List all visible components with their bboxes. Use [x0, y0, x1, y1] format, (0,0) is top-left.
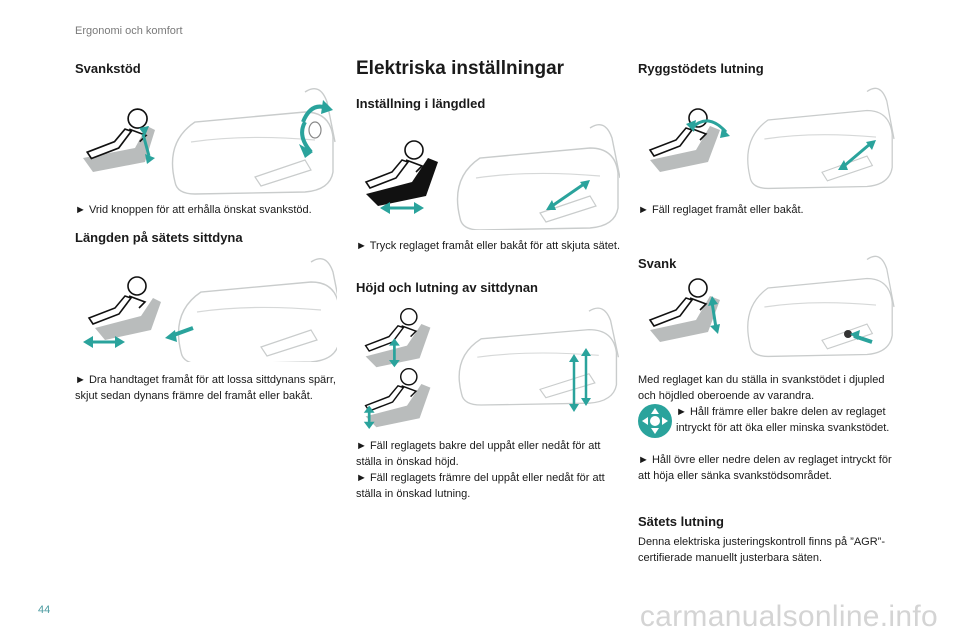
- langd-heading: Längden på sätets sittdyna: [75, 230, 243, 245]
- lumbar-control-icon: [638, 404, 672, 438]
- langdled-heading: Inställning i längdled: [356, 96, 486, 111]
- svank-text-3: ► Håll övre eller nedre delen av reglage…: [638, 454, 892, 482]
- langdled-text: ► Tryck reglaget framåt eller bakåt för …: [356, 240, 620, 252]
- svankstod-heading: Svankstöd: [75, 61, 141, 76]
- lutning-heading: Sätets lutning: [638, 514, 724, 529]
- langdled-figure: [365, 123, 620, 230]
- hojd-heading: Höjd och lutning av sittdynan: [356, 280, 538, 295]
- ryggstod-heading: Ryggstödets lutning: [638, 61, 764, 76]
- elektriska-heading: Elektriska inställningar: [356, 58, 565, 79]
- lutning-text: Denna elektriska justeringskontroll finn…: [638, 536, 885, 564]
- langd-text: ► Dra handtaget framåt för att lossa sit…: [75, 374, 336, 402]
- hojd-figure: [363, 307, 620, 429]
- svank-text-2: ► Håll främre eller bakre delen av regla…: [676, 406, 890, 434]
- hojd-text-1: ► Fäll reglagets bakre del uppåt eller n…: [356, 440, 601, 468]
- svank-figure: [649, 255, 895, 358]
- svank-text-1: Med reglaget kan du ställa in svankstöde…: [638, 374, 885, 402]
- ryggstod-figure: [649, 87, 895, 190]
- ryggstod-text: ► Fäll reglaget framåt eller bakåt.: [638, 204, 804, 216]
- svankstod-text: ► Vrid knoppen för att erhålla önskat sv…: [75, 204, 312, 216]
- langd-figure: [83, 257, 337, 362]
- svankstod-figure: [83, 87, 336, 195]
- header-section-title: Ergonomi och komfort: [75, 25, 183, 37]
- hojd-text-2: ► Fäll reglagets främre del uppåt eller …: [356, 472, 605, 500]
- watermark: carmanualsonline.info: [639, 600, 938, 633]
- svank-text-2-a: ► Håll främre eller bakre delen av regla…: [676, 404, 900, 436]
- page-number: 44: [38, 604, 51, 616]
- svank-heading: Svank: [638, 256, 677, 271]
